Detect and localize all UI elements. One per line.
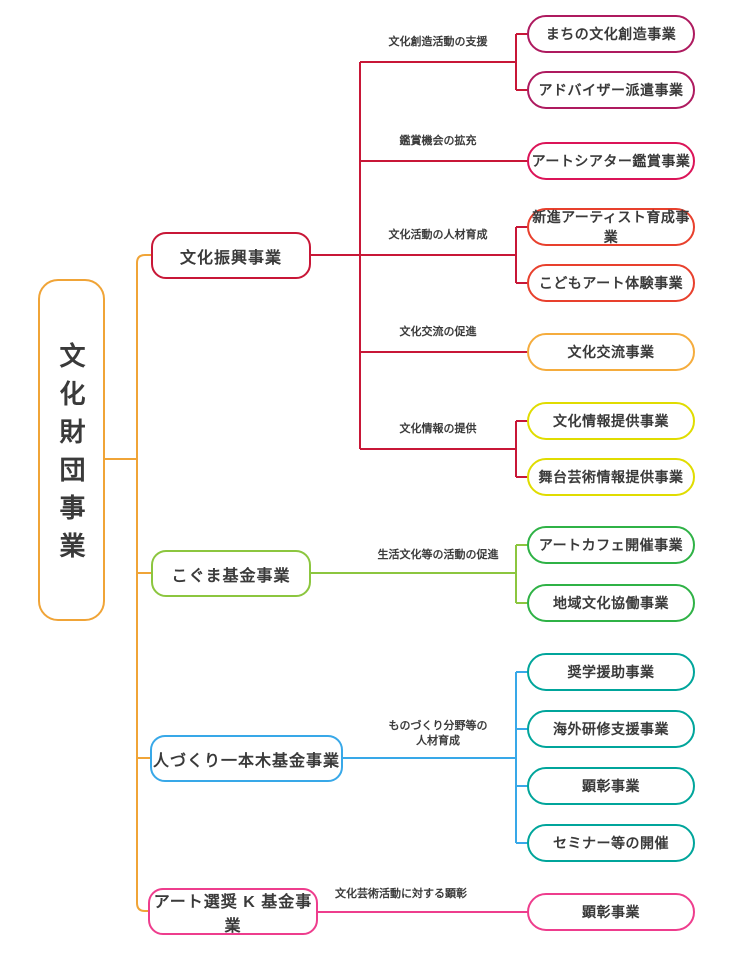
group-label-talent-development: 文化活動の人材育成 xyxy=(388,229,488,241)
leaf-node-chiiki-bunka-kyodo: 地域文化協働事業 xyxy=(527,584,695,622)
leaf-label: セミナー等の開催 xyxy=(553,835,669,851)
branch-label: こぐま基金事業 xyxy=(171,567,291,585)
branch3-connector-lines xyxy=(343,671,530,844)
leaf-label: 奨学援助事業 xyxy=(567,664,655,680)
leaf-node-kensho-jigyo-pink: 顕彰事業 xyxy=(527,893,695,931)
root-node: 文化財団事業 xyxy=(38,279,105,621)
group-label-monozukuri: ものづくり分野等の 人材育成 xyxy=(353,719,523,749)
group-label-line2: 人材育成 xyxy=(416,735,460,747)
trunk-line xyxy=(105,254,151,912)
branch-node-bunka-shinko: 文化振興事業 xyxy=(151,232,311,279)
leaf-label: 顕彰事業 xyxy=(582,904,640,920)
leaf-label: 文化交流事業 xyxy=(567,344,655,360)
leaf-node-kensho-jigyo-teal: 顕彰事業 xyxy=(527,767,695,805)
branch-label: 文化振興事業 xyxy=(179,249,282,267)
leaf-label: 文化情報提供事業 xyxy=(553,413,669,429)
leaf-node-shogaku-enjo: 奨学援助事業 xyxy=(527,653,695,691)
branch-node-art-senshoK-kikin: アート選奨 K 基金事業 xyxy=(148,888,318,935)
leaf-node-seminar: セミナー等の開催 xyxy=(527,824,695,862)
leaf-node-bunka-joho: 文化情報提供事業 xyxy=(527,402,695,440)
leaf-label: アドバイザー派遣事業 xyxy=(538,82,684,98)
leaf-node-shinshin-artist: 新進アーティスト育成事業 xyxy=(527,208,695,246)
group-label-creation-support: 文化創造活動の支援 xyxy=(388,36,488,48)
leaf-node-butai-geijutsu-joho: 舞台芸術情報提供事業 xyxy=(527,458,695,496)
leaf-label: 地域文化協働事業 xyxy=(553,595,669,611)
group-label-life-culture: 生活文化等の活動の促進 xyxy=(377,549,499,561)
group-label-information: 文化情報の提供 xyxy=(399,423,477,435)
leaf-node-bunka-koryu: 文化交流事業 xyxy=(527,333,695,371)
leaf-node-art-cafe: アートカフェ開催事業 xyxy=(527,526,695,564)
leaf-label: 新進アーティスト育成事業 xyxy=(532,209,690,245)
leaf-label: まちの文化創造事業 xyxy=(545,26,677,42)
root-label: 文化財団事業 xyxy=(56,342,86,570)
leaf-node-kodomo-art: こどもアート体験事業 xyxy=(527,264,695,302)
group-label-line1: ものづくり分野等の xyxy=(388,720,488,732)
branch1-connector-lines xyxy=(311,33,530,478)
group-label-exchange: 文化交流の促進 xyxy=(399,326,477,338)
leaf-label: こどもアート体験事業 xyxy=(538,275,684,291)
branch-label: 人づくり一本木基金事業 xyxy=(152,752,340,770)
leaf-node-art-theater: アートシアター鑑賞事業 xyxy=(527,142,695,180)
leaf-node-kaigai-kenshu: 海外研修支援事業 xyxy=(527,710,695,748)
leaf-label: アートカフェ開催事業 xyxy=(538,537,684,553)
leaf-node-advisor-haken: アドバイザー派遣事業 xyxy=(527,71,695,109)
group-label-kensho: 文化芸術活動に対する顕彰 xyxy=(335,888,467,900)
group-label-appreciation: 鑑賞機会の拡充 xyxy=(399,135,477,147)
leaf-label: アートシアター鑑賞事業 xyxy=(531,153,691,169)
leaf-node-machi-bunka-sozo: まちの文化創造事業 xyxy=(527,15,695,53)
branch2-connector-lines xyxy=(311,544,530,604)
leaf-label: 海外研修支援事業 xyxy=(553,721,669,737)
branch-node-hitozukuri-ipponGi-kikin: 人づくり一本木基金事業 xyxy=(150,735,343,782)
branch-node-koguma-kikin: こぐま基金事業 xyxy=(151,550,311,597)
leaf-label: 顕彰事業 xyxy=(582,778,640,794)
leaf-label: 舞台芸術情報提供事業 xyxy=(538,469,684,485)
branch-label: アート選奨 K 基金事業 xyxy=(153,893,313,935)
